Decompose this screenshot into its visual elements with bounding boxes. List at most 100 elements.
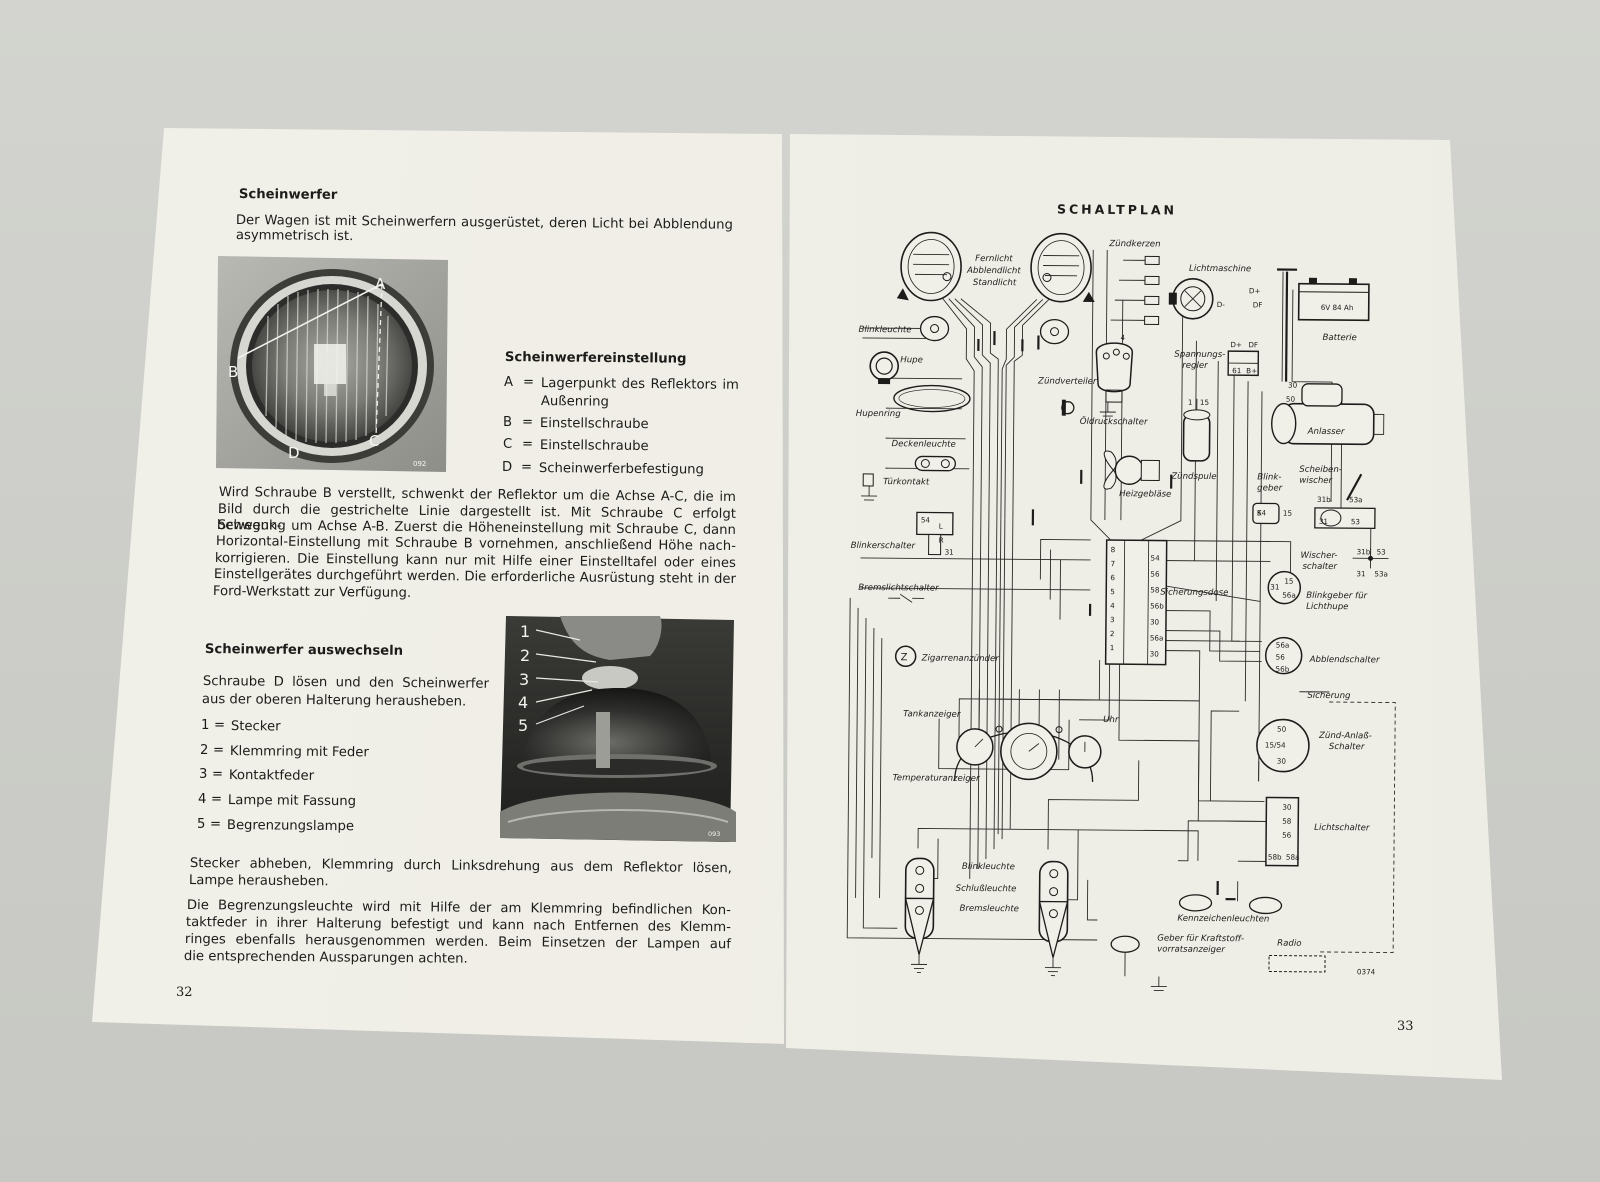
label-geber-2: vorratsanzeiger <box>1157 945 1225 956</box>
diagram-labels: Fernlicht Abblendlicht Standlicht Zündke… <box>851 239 1380 976</box>
label-blinkgeber-1: Blink- <box>1257 472 1281 482</box>
zuendspule-terminal: 15 <box>1200 398 1209 407</box>
list-num-5: 5 <box>197 817 206 832</box>
starter-motor-icon <box>1271 383 1385 446</box>
wischerschalter-terminal: 53 <box>1377 547 1386 556</box>
drawing-ref: 0374 <box>1357 967 1376 976</box>
abblend-terminal: 56a <box>1276 641 1290 650</box>
blinker-front-left <box>919 315 950 342</box>
oil-pressure-switch-icon <box>1061 399 1075 416</box>
label-spannungsregler-1: Spannungs- <box>1174 350 1225 360</box>
photo2-label-4: 4 <box>518 693 528 712</box>
blinkerschalter-terminal: 31 <box>945 548 954 557</box>
list-sep: = <box>522 415 534 430</box>
list-sep: = <box>211 792 223 807</box>
flasher-unit-icon: K <box>1252 502 1280 525</box>
fuse-terminal-left: 1 <box>1110 643 1115 652</box>
cigar-lighter-icon: Z <box>894 645 917 668</box>
headlamp-left <box>896 231 962 302</box>
label-kennzeichenleuchten: Kennzeichenleuchten <box>1177 914 1269 925</box>
page-number-right: 33 <box>1397 1019 1414 1034</box>
label-hupenring: Hupenring <box>856 409 902 419</box>
list-sep: = <box>521 460 533 475</box>
label-scheibenwischer-1: Scheiben- <box>1299 465 1342 475</box>
lichtschalter-terminal: 58 <box>1282 817 1292 826</box>
list-key-a: A <box>504 375 514 390</box>
wiper-switch-icon <box>1352 548 1389 569</box>
lichtschalter-terminal: 30 <box>1282 803 1292 812</box>
spark-plugs <box>1110 255 1160 326</box>
label-deckenleuchte: Deckenleuchte <box>891 439 955 450</box>
blinker-front-right <box>1039 318 1070 345</box>
blinkerschalter-terminal: 54 <box>921 515 931 524</box>
voltage-regulator-icon <box>1227 350 1260 377</box>
label-oeldruckschalter: Öldruckschalter <box>1080 416 1148 428</box>
label-schlussleuchte: Schlußleuchte <box>956 884 1017 895</box>
blinkgeber-terminal: 15 <box>1283 509 1292 518</box>
label-zuend-anlass-1: Zünd-Anlaß- <box>1318 731 1372 741</box>
fuse-terminal-right: 30 <box>1150 617 1160 626</box>
fuse-terminal-right: 58 <box>1150 585 1160 594</box>
label-zuendkerzen: Zündkerzen <box>1108 239 1160 249</box>
dimmer-switch-icon <box>1264 636 1303 675</box>
list-sep: = <box>214 718 226 733</box>
wire-thick-segments <box>977 268 1298 896</box>
list-key-b: B <box>503 415 513 430</box>
label-temperaturanzeiger: Temperaturanzeiger <box>893 773 980 784</box>
fuse-terminal-left: 2 <box>1110 629 1115 638</box>
ignition-switch-icon <box>1256 718 1310 773</box>
label-blinkerschalter: Blinkerschalter <box>851 541 916 552</box>
label-hupe: Hupe <box>900 355 923 365</box>
list-num-2: 2 <box>200 743 209 758</box>
wischerschalter-terminal: 31 <box>1356 569 1365 578</box>
label-tuerkontakt: Türkontakt <box>883 477 930 487</box>
lichtschalter-terminal: 58a <box>1286 853 1300 862</box>
label-blinkleuchte-rear: Blinkleuchte <box>962 862 1015 872</box>
license-plate-lights-icon <box>1178 894 1283 915</box>
fuse-terminal-right: 56 <box>1150 569 1160 578</box>
light-switch-icon <box>1265 796 1300 867</box>
label-zuendspule: Zündspule <box>1170 472 1216 482</box>
rear-light-right-icon <box>1038 860 1069 958</box>
wischer-terminal: 53 <box>1351 517 1360 526</box>
fuse-terminal-left: 8 <box>1111 545 1116 554</box>
wischer-terminal: 53a <box>1349 495 1363 504</box>
zuend-anlass-terminal: 50 <box>1277 725 1287 734</box>
label-blinkgeber-lichthupe-1: Blinkgeber für <box>1306 591 1367 602</box>
verteiler-terminal: 4 <box>1120 333 1125 342</box>
fuse-terminal-right: 56b <box>1150 601 1164 610</box>
label-zuendverteiler: Zündverteiler <box>1037 376 1097 387</box>
label-standlicht: Standlicht <box>973 278 1017 288</box>
label-lichtmaschine: Lichtmaschine <box>1189 264 1251 275</box>
photo1-label-b: B <box>228 363 238 381</box>
bulb-photo: 1 2 3 4 5 093 <box>500 616 736 842</box>
regler-terminal: DF <box>1248 340 1258 349</box>
blinkerschalter-terminal: R <box>939 536 944 545</box>
photo2-ref: 093 <box>708 830 720 838</box>
list-key-d: D <box>502 460 513 475</box>
fuse-terminal-left: 7 <box>1110 559 1115 568</box>
label-heizgeblaese: Heizgebläse <box>1119 489 1171 499</box>
photo1-label-a: A <box>375 275 386 293</box>
wiper-motor-icon <box>1314 473 1376 530</box>
label-sicherung: Sicherung <box>1307 691 1351 701</box>
label-uhr: Uhr <box>1103 715 1119 725</box>
list-num-4: 4 <box>198 792 207 807</box>
list-num-3: 3 <box>199 767 208 782</box>
blinkgeber-lh-terminal: 15 <box>1284 577 1293 586</box>
fuse-terminal-right: 30 <box>1150 649 1160 658</box>
list-sep: = <box>522 437 534 452</box>
wischer-terminal: 31 <box>1319 517 1328 526</box>
list-sep: = <box>523 375 535 390</box>
fuse-terminal-right: 56a <box>1150 633 1164 642</box>
label-bremslichtschalter: Bremslichtschalter <box>858 583 939 594</box>
ignition-coil-icon <box>1182 398 1211 462</box>
label-batterie: Batterie <box>1322 333 1356 343</box>
headlamp-right <box>1030 232 1095 303</box>
instrument-cluster-icon <box>953 722 1102 782</box>
label-zuend-anlass-2: Schalter <box>1329 742 1365 752</box>
list-sep: = <box>212 767 224 782</box>
photo2-label-2: 2 <box>520 646 530 665</box>
heater-fan-icon <box>1103 450 1160 490</box>
